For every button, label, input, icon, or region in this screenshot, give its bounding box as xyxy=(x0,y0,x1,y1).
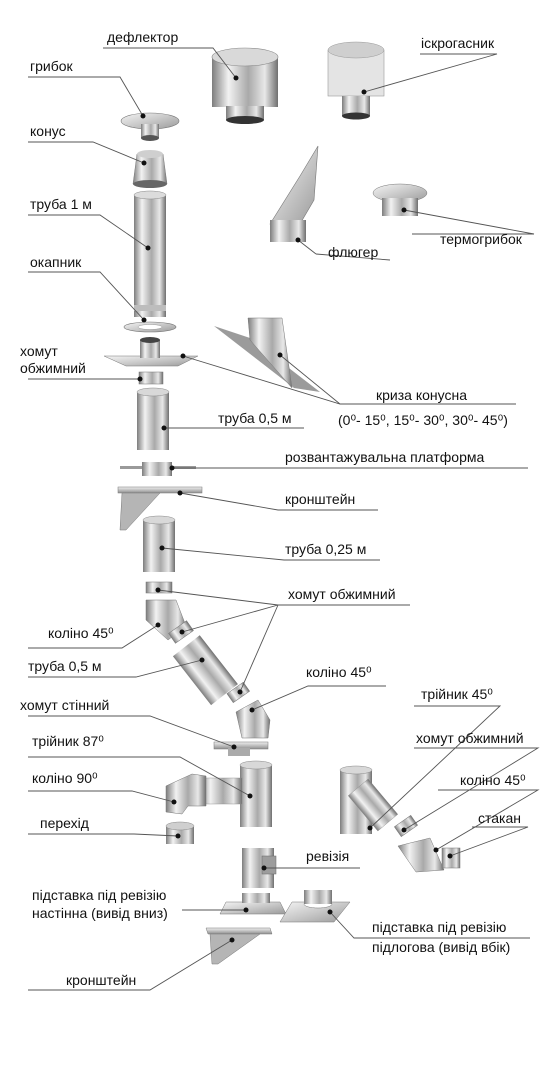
weathervane-part xyxy=(269,145,319,242)
label-tee-87: трійник 87⁰ xyxy=(32,733,104,749)
label-clamp-top-1: хомут xyxy=(20,343,58,359)
label-bracket-bottom: кронштейн xyxy=(66,972,137,988)
label-unloading-platform: розвантажувальна платформа xyxy=(285,449,485,465)
pipe-05m-b-part xyxy=(172,635,250,706)
spark-arrester-part xyxy=(327,41,385,120)
wall-clamp-part xyxy=(213,741,269,756)
label-inspection: ревізія xyxy=(306,848,350,864)
label-cup: стакан xyxy=(478,810,521,826)
clamp-top-part xyxy=(138,371,164,385)
label-clamp-top-2: обжимний xyxy=(20,360,86,376)
label-spark-arrester: іскрогасник xyxy=(421,35,495,51)
label-pipe-05m-b: труба 0,5 м xyxy=(28,658,102,674)
bracket-bottom-part xyxy=(205,927,273,965)
label-pipe-1m: труба 1 м xyxy=(30,196,92,212)
label-inspection-base-floor-1: підставка під ревізію xyxy=(372,919,507,935)
label-deflector: дефлектор xyxy=(107,29,179,45)
bracket-top-part xyxy=(117,486,203,531)
clamp-right-part xyxy=(394,815,418,837)
label-inspection-base-wall-1: підставка під ревізію xyxy=(32,887,167,903)
clamp-middle-part xyxy=(145,581,173,594)
label-clamp-middle: хомут обжимний xyxy=(288,586,396,602)
elbow-45-a-part xyxy=(145,599,194,644)
label-weathervane: флюгер xyxy=(328,244,379,260)
tee-45-part xyxy=(339,765,399,834)
cone-flashing-part xyxy=(214,317,320,392)
drip-ring-part xyxy=(123,321,177,333)
label-inspection-base-floor-2: підлогова (вивід вбік) xyxy=(372,939,511,955)
label-adapter: перехід xyxy=(40,815,89,831)
elbow-90-part xyxy=(165,773,207,815)
leader-lines xyxy=(28,47,540,991)
unloading-platform-part xyxy=(120,462,196,476)
flashing-on-stack xyxy=(103,337,199,367)
label-elbow-45-b: коліно 45⁰ xyxy=(306,664,372,680)
elbow-45-b-part xyxy=(235,699,271,739)
adapter-part xyxy=(165,821,195,844)
thermo-cap-part xyxy=(372,183,428,216)
pipe-05m-a-part xyxy=(136,387,170,450)
label-mushroom-cap: грибок xyxy=(30,58,73,74)
label-inspection-base-wall-2: настінна (вивід вниз) xyxy=(32,905,168,921)
cone-part xyxy=(132,150,168,188)
label-cone-flashing: криза конусна xyxy=(376,387,467,403)
label-pipe-05m-a: труба 0,5 м xyxy=(218,410,292,426)
label-cone: конус xyxy=(30,123,66,139)
pipe-025m-part xyxy=(142,515,176,572)
label-wall-clamp: хомут стінний xyxy=(20,697,110,713)
inspection-base-wall-part xyxy=(219,893,287,915)
label-thermo-cap: термогрибок xyxy=(440,231,522,247)
inspection-base-floor-part xyxy=(279,890,351,923)
label-bracket-top: кронштейн xyxy=(285,491,356,507)
pipe-1m-part xyxy=(133,190,167,317)
label-clamp-right: хомут обжимний xyxy=(416,730,524,746)
label-elbow-45-c: коліно 45⁰ xyxy=(460,772,526,788)
label-pipe-025m: труба 0,25 м xyxy=(285,541,367,557)
deflector-part xyxy=(211,47,279,124)
elbow-45-c-part xyxy=(397,837,445,873)
mushroom-cap-part xyxy=(120,112,180,141)
label-cone-flashing-angles: (0⁰- 15⁰, 15⁰- 30⁰, 30⁰- 45⁰) xyxy=(338,412,508,428)
label-elbow-45-a: коліно 45⁰ xyxy=(48,625,114,641)
label-tee-45: трійник 45⁰ xyxy=(421,686,493,702)
label-drip-ring: окапник xyxy=(30,254,82,270)
label-elbow-90: коліно 90⁰ xyxy=(32,770,98,786)
tee-87-part xyxy=(199,760,273,827)
leader-dots xyxy=(137,75,453,943)
